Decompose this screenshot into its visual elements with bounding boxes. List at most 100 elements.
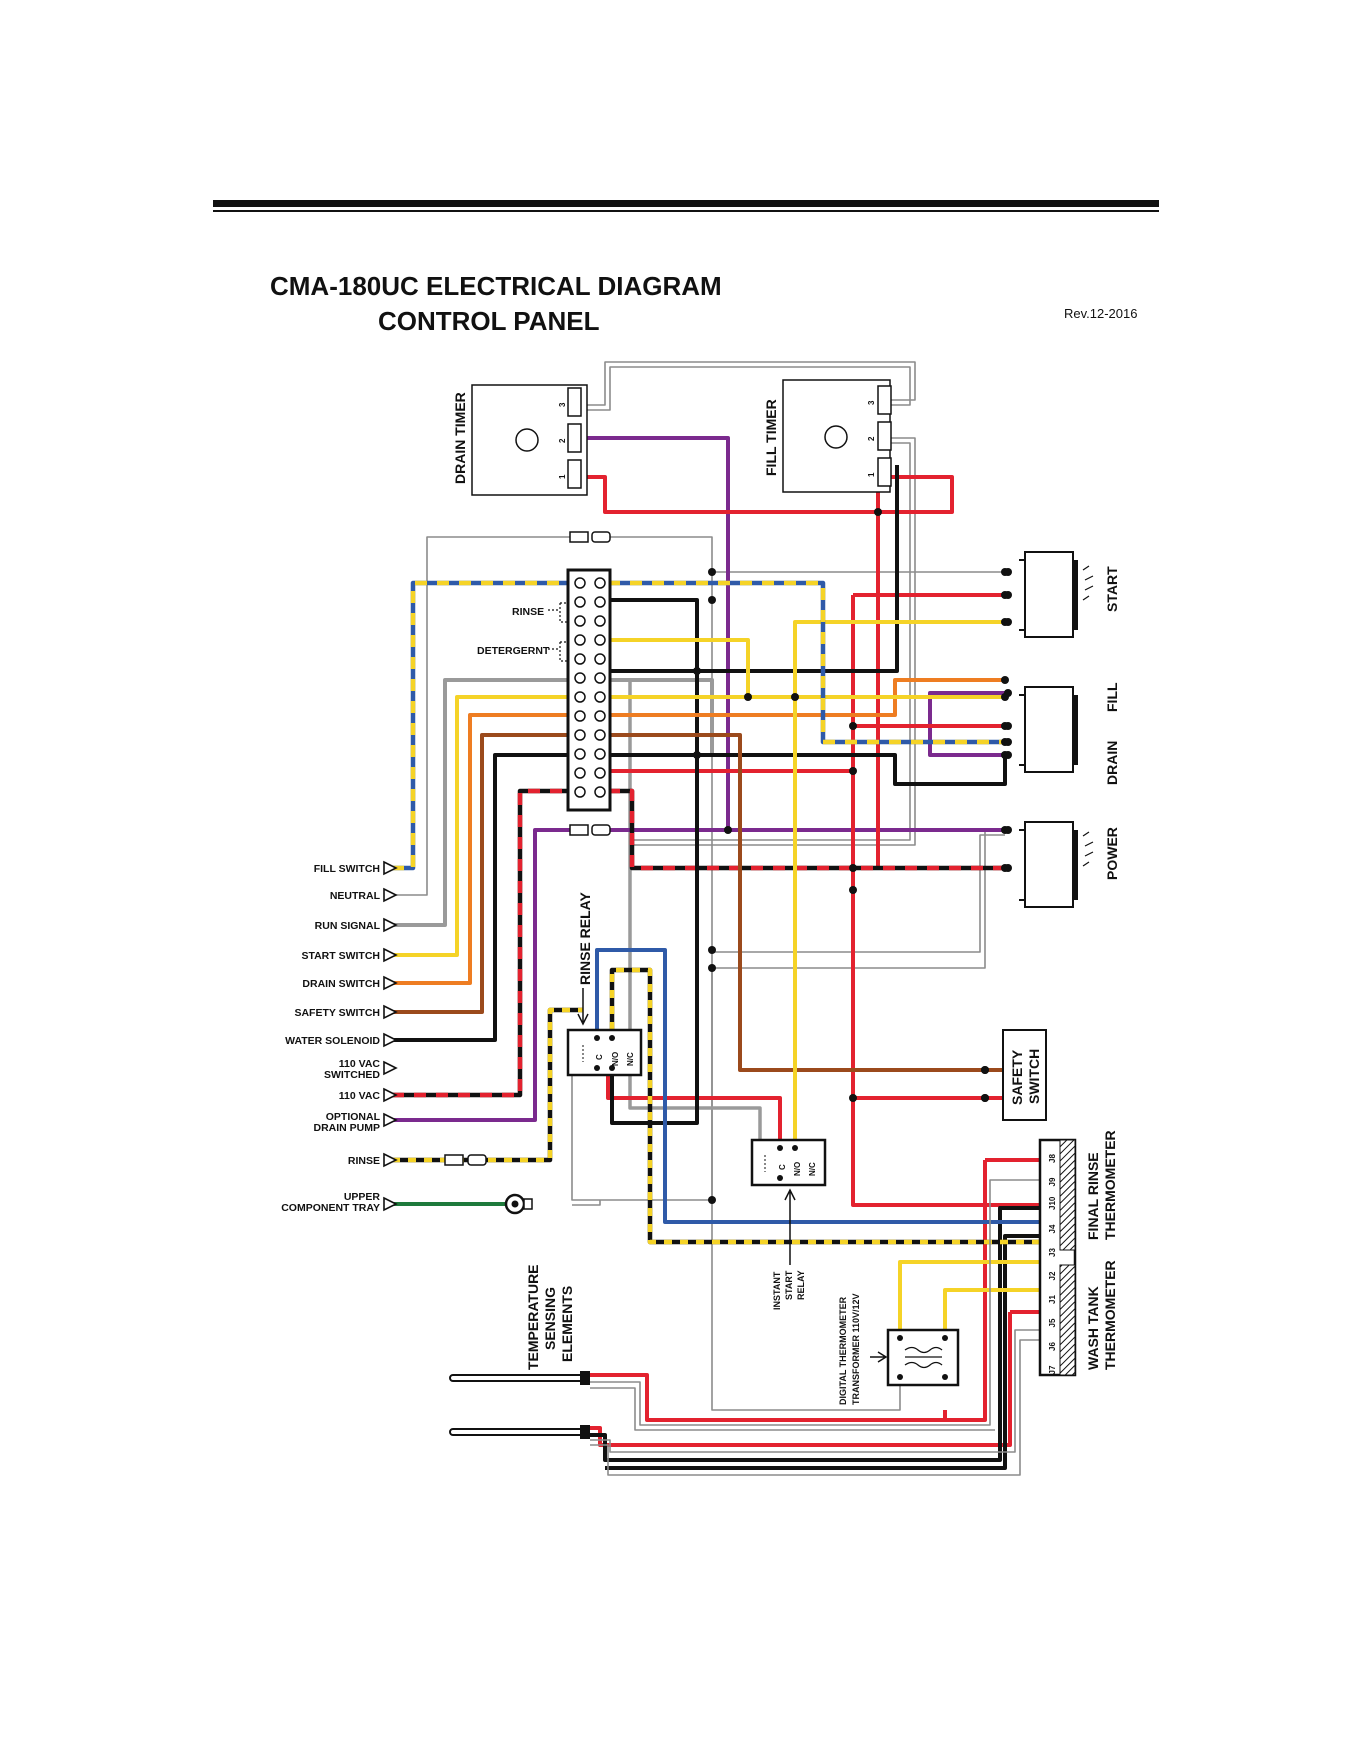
digital-thermometer-transformer: DIGITAL THERMOMETER TRANSFORMER 110V/12V [838,1293,960,1405]
thermometer-terminal-j4: J4 [1048,1224,1057,1233]
fill-timer-terminal-3: 3 [867,400,876,405]
thermometer-terminal-j5: J5 [1048,1318,1057,1327]
drain-timer-terminal-2: 2 [558,438,567,443]
wire-run-signal [392,678,714,927]
instant-start-relay-label-3: RELAY [796,1270,806,1300]
terminal-hole [594,786,606,798]
label-110vac-switched-1: 110 VAC [339,1058,381,1070]
connector-arrow [383,1152,398,1168]
connector-arrows [383,860,398,1212]
fill-drain-switch: FILL DRAIN [1004,682,1120,785]
fill-timer-terminal-1: 1 [867,472,876,477]
terminal-hole [594,672,606,684]
terminal-hole [594,691,606,703]
wiring [392,361,1040,1476]
connector-arrow [383,917,398,933]
wire-safety-switch [392,733,1005,1072]
temperature-sensing-elements: TEMPERATURE SENSING ELEMENTS [449,1264,590,1439]
thermometer-terminal-j2: J2 [1048,1271,1057,1280]
instant-relay-c: C [778,1164,787,1170]
instant-start-relay-label-2: START [784,1270,794,1300]
label-upper-tray-2: COMPONENT TRAY [281,1202,380,1214]
terminal-block: RINSE DETERGERNT [477,568,612,812]
label-drain-pump-2: DRAIN PUMP [313,1122,380,1134]
safety-switch-label-1: SAFETY [1009,1049,1025,1105]
terminal-hole [574,691,586,703]
label-110vac-switched-2: SWITCHED [324,1069,380,1081]
connector-arrow [383,947,398,963]
terminal-hole [594,767,606,779]
connector-arrow [383,1004,398,1020]
terminal-hole [574,710,586,722]
fuse-holder-rinse [444,1154,487,1166]
fuse-holder-top [569,531,611,543]
terminal-hole [594,710,606,722]
fill-timer-label: FILL TIMER [763,399,779,476]
connector-labels: FILL SWITCH NEUTRAL RUN SIGNAL START SWI… [281,863,380,1214]
label-water-solenoid: WATER SOLENOID [285,1035,380,1047]
ground-lug-icon [504,1193,533,1215]
label-safety-switch: SAFETY SWITCH [294,1007,380,1019]
rinse-jumper [548,602,568,623]
label-drain-switch: DRAIN SWITCH [302,978,380,990]
fill-timer-terminal-2: 2 [867,436,876,441]
sensor-wires [590,1179,1040,1476]
revision-label: Rev.12-2016 [1064,306,1137,321]
wash-tank-thermometer-label-2: THERMOMETER [1102,1260,1118,1370]
digital-thermometer-label-1: DIGITAL THERMOMETER [838,1296,848,1405]
power-switch-label: POWER [1104,827,1120,880]
drain-timer-label: DRAIN TIMER [452,392,468,484]
fill-timer: FILL TIMER 3 2 1 [763,379,892,493]
thermometer-terminal-j9: J9 [1048,1177,1057,1186]
drain-timer-terminal-3: 3 [558,402,567,407]
terminal-hole [574,748,586,760]
thermometer-terminal-j10: J10 [1048,1196,1057,1210]
terminal-hole [594,596,606,608]
start-switch-label: START [1104,566,1120,612]
wire-fill-switch-dash [392,580,1005,871]
temperature-sensing-label-3: ELEMENTS [559,1286,575,1362]
terminal-block-holes [574,577,606,798]
final-rinse-thermometer-label-1: FINAL RINSE [1085,1152,1101,1240]
label-start-switch: START SWITCH [301,950,380,962]
instant-start-relay: C N/O N/C INSTANT START RELAY [750,1138,827,1310]
power-switch: POWER [1004,821,1120,908]
drain-timer-terminal-1: 1 [558,474,567,479]
rinse-relay-no: N/O [611,1052,620,1066]
header-rule [213,200,1159,212]
connector-arrow [383,1087,398,1103]
connector-arrow [383,975,398,991]
thermometer-terminal-j7: J7 [1048,1365,1057,1374]
start-switch: START [1004,551,1120,638]
label-run-signal: RUN SIGNAL [315,920,381,932]
fill-switch-label: FILL [1104,682,1120,712]
rinse-relay-label: RINSE RELAY [577,891,593,985]
temperature-sensing-label-1: TEMPERATURE [525,1264,541,1370]
label-upper-tray-1: UPPER [344,1191,381,1203]
diagram-title: CMA-180UC ELECTRICAL DIAGRAM [270,271,722,301]
purple-wires [392,436,1005,1122]
terminal-hole [574,577,586,589]
terminal-hole [594,729,606,741]
drain-timer: DRAIN TIMER 3 2 1 [452,384,588,496]
label-drain-pump-1: OPTIONAL [326,1111,381,1123]
wire-rinse-dash [392,967,1040,1245]
label-fill-switch: FILL SWITCH [314,863,380,875]
connector-arrow [383,1196,398,1212]
digital-thermometer-label-2: TRANSFORMER 110V/12V [851,1293,861,1405]
terminal-label-detergent: DETERGERNT [477,645,550,657]
terminal-hole [594,577,606,589]
terminal-hole [594,653,606,665]
connector-arrow [383,887,398,903]
connector-arrow [383,1060,398,1076]
wire-rinse [392,967,1040,1245]
rinse-relay-nc: N/C [626,1052,635,1066]
detergent-jumper [548,641,568,662]
label-rinse: RINSE [348,1155,380,1167]
indicator-ticks [1082,565,1094,867]
thermometer-terminal-j3: J3 [1048,1248,1057,1257]
terminal-hole [594,634,606,646]
